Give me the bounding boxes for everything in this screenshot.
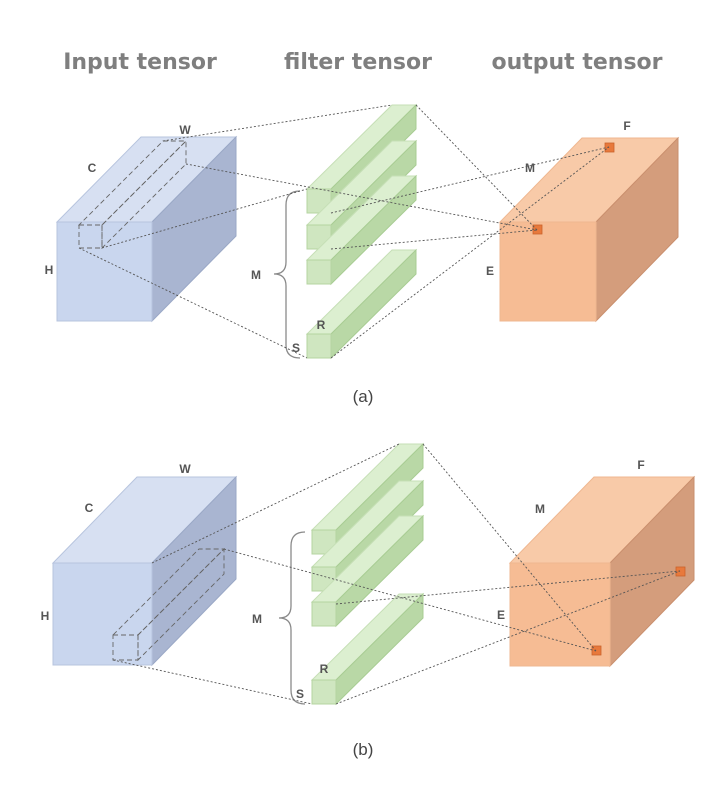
- output-element-marker-a2: [604, 142, 615, 153]
- output-element-marker-a1: [532, 224, 543, 235]
- caption-b: (b): [353, 740, 374, 759]
- caption-a: (a): [353, 387, 374, 406]
- filter-bar-b3: [310, 514, 425, 628]
- label-s-a: S: [292, 341, 300, 355]
- label-f-b: F: [637, 458, 644, 472]
- filter-bar-b4: [310, 592, 425, 706]
- label-m-filter-a: M: [251, 268, 261, 282]
- filter-brace-b: [278, 531, 306, 705]
- label-e-a: E: [486, 264, 494, 278]
- label-h-a: H: [45, 263, 54, 277]
- filter-bar-a4: [305, 248, 418, 360]
- header-filter-tensor: filter tensor: [284, 50, 432, 75]
- filter-tensor-b: [278, 442, 425, 706]
- label-m-filter-b: M: [252, 612, 262, 626]
- output-tensor-a: [498, 136, 680, 323]
- label-r-a: R: [317, 318, 326, 332]
- input-tensor-a: [55, 135, 238, 323]
- output-element-marker-b2: [675, 566, 686, 577]
- label-w-b: W: [179, 462, 191, 476]
- label-w-a: W: [179, 123, 191, 137]
- label-c-a: C: [88, 161, 97, 175]
- filter-tensor-a: [273, 103, 418, 360]
- output-tensor-b: [508, 475, 696, 668]
- label-m-output-a: M: [525, 161, 535, 175]
- output-element-marker-b1: [591, 645, 602, 656]
- filter-brace-a: [273, 190, 301, 359]
- label-s-b: S: [296, 687, 304, 701]
- header-input-tensor: Input tensor: [63, 50, 217, 75]
- panel-a: W C H M R S M F E (a): [45, 103, 680, 406]
- label-e-b: E: [497, 608, 505, 622]
- connection-lines-a: [78, 104, 610, 359]
- header-output-tensor: output tensor: [491, 50, 662, 75]
- label-r-b: R: [320, 662, 329, 676]
- label-h-b: H: [41, 609, 50, 623]
- input-tensor-b: [51, 475, 238, 667]
- label-m-output-b: M: [535, 502, 545, 516]
- panel-b: W C H M R S M F E (b): [41, 442, 696, 759]
- label-f-a: F: [623, 119, 630, 133]
- label-c-b: C: [85, 501, 94, 515]
- connection-lines-b: [112, 443, 681, 705]
